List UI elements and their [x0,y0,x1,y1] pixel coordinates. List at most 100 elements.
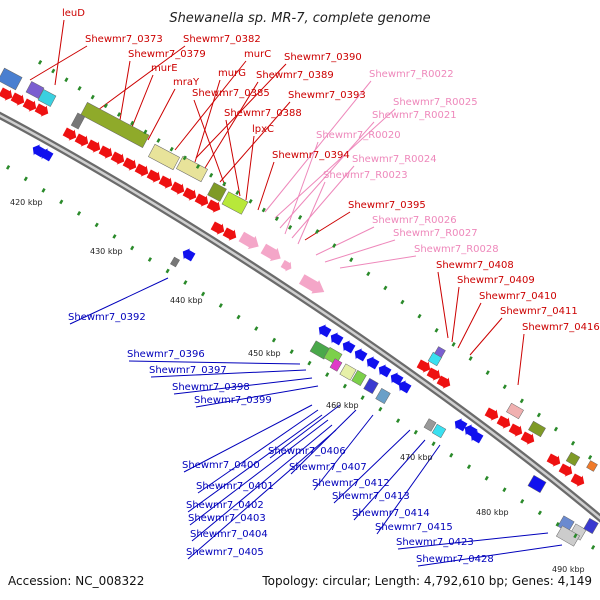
genome-summary-text: Topology: circular; Length: 4,792,610 bp… [261,574,592,588]
gc-tick [90,94,95,100]
gc-tick [271,337,277,343]
forward-gene-arrow [484,407,499,421]
forward-gene-arrow [98,145,113,159]
gene-block [363,377,379,395]
gene-label: Shewmr7_0412 [312,478,390,489]
forward-gene-arrow [110,151,125,165]
forward-gene-arrow [238,231,259,250]
forward-gene-arrow [520,431,535,445]
label-leader-line [97,45,186,111]
forward-gene-arrow [62,127,77,141]
gc-tick [417,313,422,319]
gene-label: Shewmr7_0379 [128,49,206,60]
reverse-gene-arrow [390,372,404,386]
forward-gene-arrow [34,103,49,117]
label-leader-line [193,99,226,187]
label-leader-line [54,19,65,86]
gc-tick [59,199,64,205]
label-leader-line [69,277,169,325]
gc-tick [466,464,472,470]
gene-block [329,358,343,372]
reverse-gene-arrow [330,332,344,346]
gc-tick [587,455,593,460]
gene-label: Shewmr7_0411 [500,306,578,317]
forward-gene-arrow [558,463,573,477]
gene-label: lpxC [252,124,274,135]
gene-block [221,191,249,215]
gc-tick [449,452,454,458]
forward-gene-arrow [206,199,221,213]
forward-gene-arrow [496,415,511,429]
gene-block [0,67,23,91]
gene-label: Shewmr7_0388 [224,108,302,119]
label-leader-line [469,317,503,356]
gene-label: Shewmr7_0402 [186,500,264,511]
gene-block [528,420,546,438]
gene-block [70,112,86,130]
gene-label: Shewmr7_0413 [332,491,410,502]
label-leader-line [376,444,441,535]
gc-tick [298,214,303,220]
forward-gene-arrow [280,260,292,272]
reverse-gene-arrow [182,248,196,262]
forward-gene-arrow [260,243,281,262]
gc-tick [112,234,117,239]
gc-tick [156,138,161,143]
label-leader-line [269,404,341,459]
label-leader-line [119,60,131,121]
forward-gene-arrow [436,375,451,389]
gene-block [527,474,547,494]
gc-tick [349,257,354,263]
gc-tick [41,188,46,193]
reverse-gene-arrow [398,380,412,394]
gene-label: Shewmr7_0404 [190,529,268,540]
gene-block [170,256,180,268]
gc-tick [236,314,241,320]
forward-gene-arrow [10,92,25,106]
gene-label: Shewmr7_R0026 [372,215,457,226]
gene-block [555,525,581,547]
label-leader-line [195,63,287,159]
forward-gene-arrow [158,175,173,189]
gene-label: Shewmr7_R0027 [393,228,478,239]
label-leader-line [174,60,247,151]
gene-label: Shewmr7_0395 [348,200,426,211]
forward-gene-arrow [546,453,561,467]
forward-gene-arrow [194,193,209,207]
forward-gene-arrow [146,169,161,183]
gene-label: Shewmr7_0428 [416,554,494,565]
label-leader-line [225,119,241,197]
label-leader-line [437,271,449,339]
label-leader-line [417,544,563,567]
gc-tick [289,349,294,354]
gc-tick [520,498,525,504]
gc-tick [76,211,82,216]
genome-backbone-highlight [0,114,600,520]
gc-tick [200,291,206,297]
gc-tick [288,225,293,230]
gc-tick [573,533,578,539]
label-leader-line [333,429,411,504]
gc-tick [77,86,82,91]
label-leader-line [304,211,351,241]
gc-tick [248,198,253,204]
forward-gene-arrow [134,163,149,177]
label-leader-line [313,414,374,491]
gc-tick [555,521,560,527]
reverse-gene-arrow [470,430,484,444]
kbp-tick-label: 480 kbp [476,508,509,517]
kbp-tick-label: 440 kbp [170,296,203,305]
gc-tick [274,216,280,222]
gc-tick [536,412,541,418]
gc-tick [222,181,227,187]
gc-tick [254,326,259,331]
gene-label: Shewmr7_0423 [396,537,474,548]
gc-tick [366,271,371,277]
label-leader-line [245,135,255,201]
gc-tick [591,545,596,550]
gene-label: Shewmr7_0382 [183,34,261,45]
gc-tick [383,285,388,291]
accession-text: Accession: NC_008322 [8,574,144,588]
gene-label: Shewmr7_0405 [186,547,264,558]
